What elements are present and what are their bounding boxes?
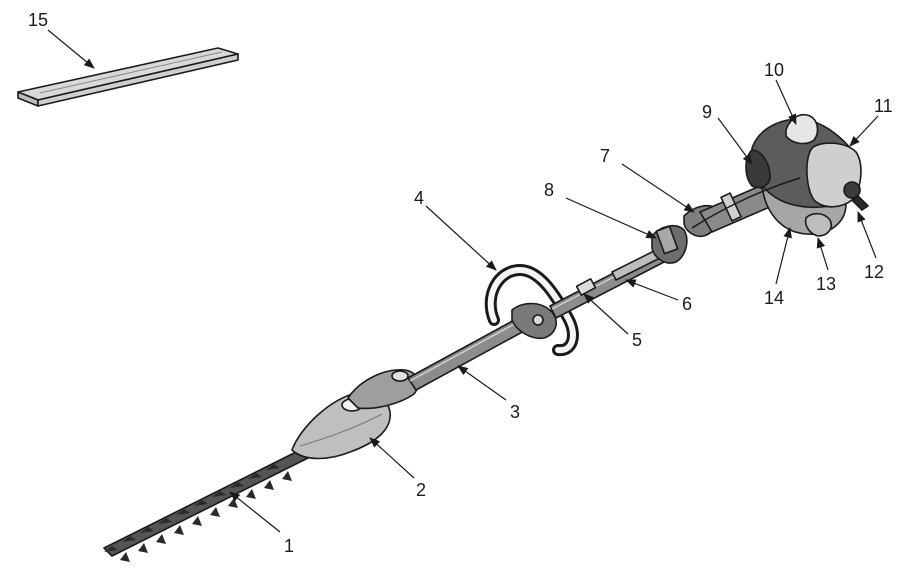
callout-15: 15 — [28, 10, 48, 30]
leader-7 — [621, 163, 695, 213]
drive-shaft — [407, 317, 527, 391]
shaft-housing — [347, 369, 419, 410]
throttle-lockout — [575, 278, 597, 296]
callout-10: 10 — [764, 60, 784, 80]
leader-4 — [425, 205, 497, 271]
callout-3: 3 — [510, 402, 520, 422]
front-handle — [484, 263, 579, 357]
leader-1 — [229, 491, 281, 533]
leader-11 — [849, 115, 879, 147]
callout-11: 11 — [874, 96, 893, 116]
callout-8: 8 — [544, 180, 554, 200]
callout-12: 12 — [864, 262, 884, 282]
engine-shaft — [699, 185, 773, 233]
blade-cover — [17, 47, 239, 107]
callout-13: 13 — [816, 274, 836, 294]
leader-lines — [47, 29, 879, 533]
callout-labels: 1 2 3 4 5 6 7 8 9 10 11 12 13 14 15 — [28, 10, 893, 556]
leader-10 — [775, 79, 797, 125]
leader-8 — [565, 197, 657, 239]
callout-6: 6 — [682, 294, 692, 314]
engine — [691, 114, 869, 237]
leader-6 — [624, 279, 679, 301]
callout-9: 9 — [702, 102, 712, 122]
leader-13 — [816, 236, 829, 271]
leader-5 — [583, 293, 629, 335]
callout-7: 7 — [600, 146, 610, 166]
leader-2 — [369, 437, 415, 479]
leader-12 — [857, 210, 877, 259]
callout-14: 14 — [764, 288, 784, 308]
callout-4: 4 — [414, 188, 424, 208]
rear-handle — [651, 224, 688, 264]
callout-5: 5 — [632, 330, 642, 350]
leader-14 — [775, 226, 792, 285]
callout-2: 2 — [416, 480, 426, 500]
leader-3 — [457, 365, 507, 401]
callout-1: 1 — [284, 536, 294, 556]
leader-15 — [47, 29, 95, 69]
leader-9 — [717, 117, 753, 165]
cutter-bar — [103, 449, 309, 562]
